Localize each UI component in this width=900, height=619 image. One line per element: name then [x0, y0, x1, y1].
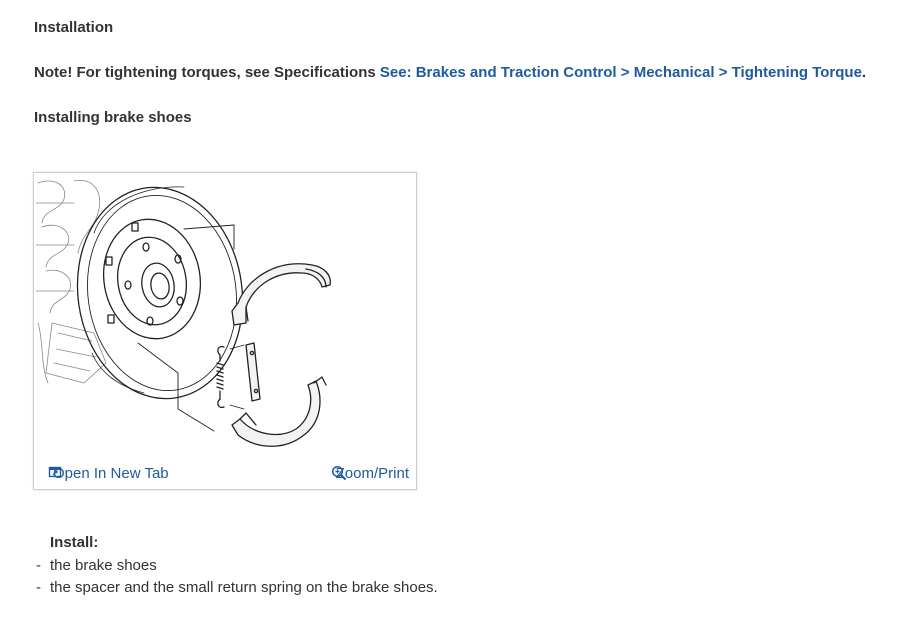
list-item: -the spacer and the small return spring …	[36, 579, 438, 596]
list-item-text: the spacer and the small return spring o…	[50, 579, 438, 596]
install-steps: Install: -the brake shoes -the spacer an…	[36, 534, 438, 600]
zoom-print-label: Zoom/Print	[335, 465, 409, 482]
brake-shoe-illustration	[35, 180, 331, 447]
torque-note: Note! For tightening torques, see Specif…	[34, 64, 866, 81]
list-item-text: the brake shoes	[50, 557, 157, 574]
open-in-new-tab-link[interactable]: Open In New Tab	[48, 465, 169, 482]
figure-toolbar: Open In New Tab Zoom/Print	[34, 459, 416, 489]
section-title: Installation	[34, 19, 114, 36]
zoom-print-link[interactable]: Zoom/Print	[331, 465, 409, 482]
open-in-new-tab-label: Open In New Tab	[53, 465, 169, 482]
brake-shoe-figure: Open In New Tab Zoom/Print	[33, 172, 417, 490]
list-item: -the brake shoes	[36, 557, 157, 574]
install-title: Install:	[50, 534, 99, 551]
note-text: Note! For tightening torques, see Specif…	[34, 64, 380, 81]
subsection-title: Installing brake shoes	[34, 109, 192, 126]
note-period: .	[861, 64, 867, 81]
specifications-link[interactable]: See: Brakes and Traction Control > Mecha…	[379, 64, 862, 81]
